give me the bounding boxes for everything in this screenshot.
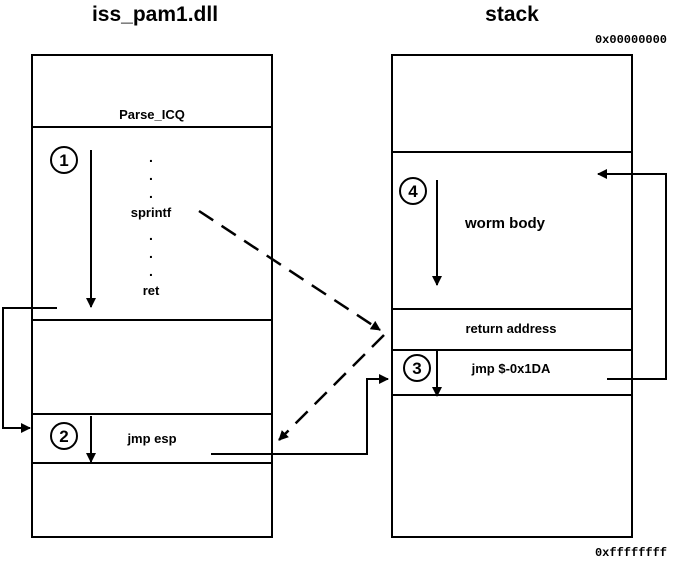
jmp-back-to-worm-arrow [597,169,667,380]
parse-icq-label: Parse_ICQ [119,107,185,122]
worm-body-label: worm body [464,215,546,232]
step-1-circle [50,146,78,174]
ret-to-jmp-esp-arrow [2,307,57,433]
stack-memory-box [391,54,633,538]
address-low-label: 0x00000000 [595,33,667,47]
ellipsis-dot: . [149,245,153,261]
step-2-number: 2 [59,427,68,446]
return-to-jmp-esp-dashed-arrow [278,334,385,441]
sprintf-label: sprintf [131,205,172,220]
jmp-esp-label: jmp esp [126,431,176,446]
dll-title: iss_pam1.dll [92,3,218,26]
step-2-circle [50,422,78,450]
ellipsis-dot: . [149,263,153,279]
step-4-circle [399,177,427,205]
ellipsis-dot: . [149,185,153,201]
step-3-number: 3 [412,359,421,378]
step-3-circle [403,354,431,382]
address-high-label: 0xffffffff [595,546,667,560]
ellipsis-dot: . [149,227,153,243]
return-address-label: return address [465,321,556,336]
step-1-number: 1 [59,151,68,170]
sprintf-overwrite-dashed-arrow [198,209,381,332]
stack-title: stack [485,3,539,26]
ellipsis-dot: . [149,149,153,165]
step-4-number: 4 [408,182,418,201]
ret-label: ret [143,283,160,298]
ellipsis-dot: . [149,167,153,183]
dll-memory-box [31,54,273,538]
jmp-back-label: jmp $-0x1DA [471,361,551,376]
jmp-esp-to-stack-arrow [211,374,389,455]
